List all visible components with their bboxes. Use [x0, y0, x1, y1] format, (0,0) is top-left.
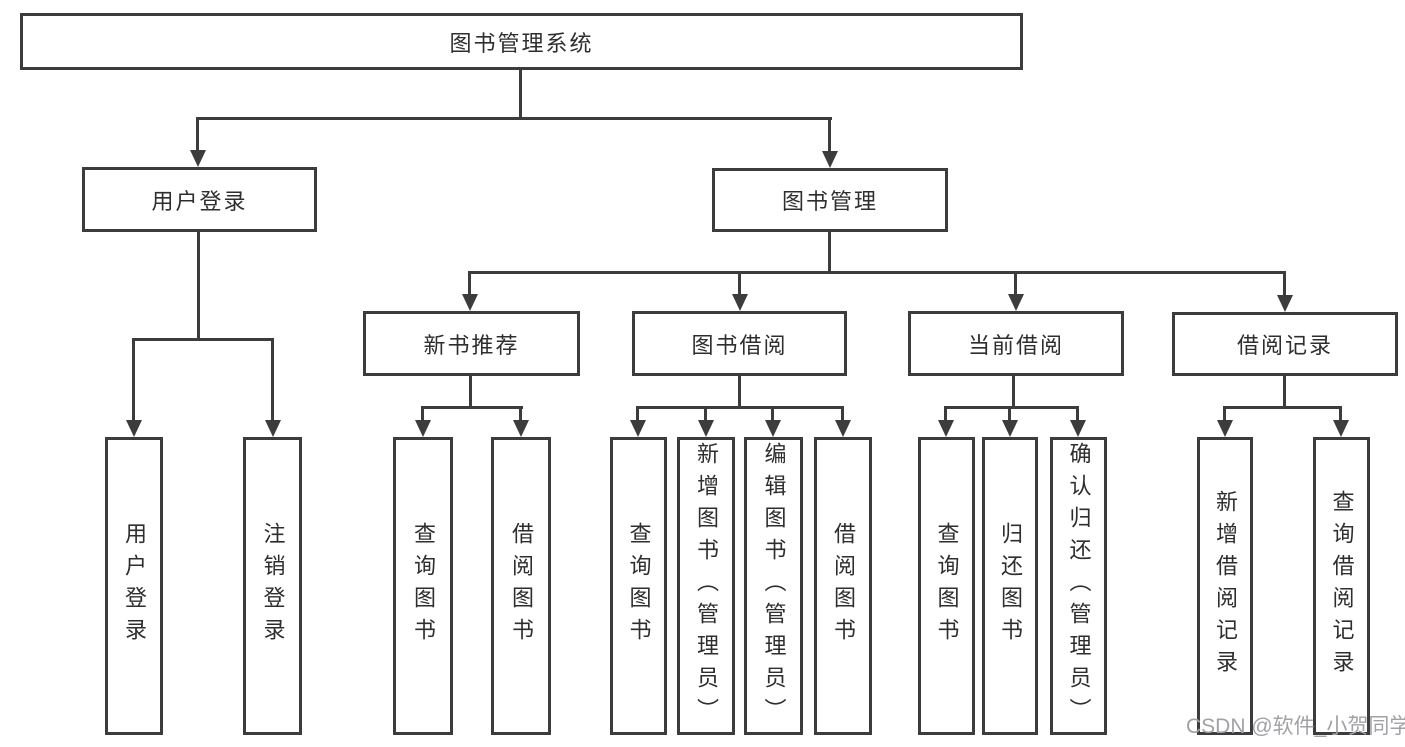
node-leaf-confirm-return-admin: 确认归还（管理员）	[1050, 437, 1107, 735]
arrow-down-icon	[190, 150, 206, 167]
connector-line	[738, 376, 741, 409]
arrow-down-icon	[835, 420, 851, 437]
connector-line	[132, 338, 274, 341]
connector-line	[519, 406, 522, 423]
arrow-down-icon	[938, 420, 954, 437]
connector-line	[704, 406, 707, 423]
connector-line	[771, 406, 774, 423]
node-label: 当前借阅	[967, 332, 1064, 358]
arrow-down-icon	[126, 420, 142, 437]
node-label: 借阅图书	[509, 522, 534, 650]
arrow-down-icon	[1008, 294, 1024, 311]
node-book-borrowing: 图书借阅	[632, 311, 847, 376]
connector-line	[1223, 406, 1226, 423]
arrow-down-icon	[732, 294, 748, 311]
connector-line	[636, 406, 844, 409]
node-label: 借阅记录	[1236, 333, 1333, 358]
node-borrowing-records: 借阅记录	[1172, 312, 1398, 376]
connector-line	[197, 232, 200, 341]
node-label: 查询借阅记录	[1329, 490, 1355, 682]
connector-line	[421, 406, 523, 409]
node-label: 查询图书	[411, 522, 436, 650]
connector-line	[1223, 406, 1342, 409]
connector-line	[1283, 376, 1286, 409]
connector-line	[468, 271, 471, 297]
node-label: 图书借阅	[691, 332, 788, 358]
node-label: 新增借阅记录	[1213, 490, 1238, 682]
node-label: 用户登录	[151, 188, 248, 214]
node-label: 查询图书	[626, 522, 652, 650]
connector-line	[944, 406, 947, 423]
node-leaf-query-books-2: 查询图书	[610, 437, 667, 735]
node-user-login: 用户登录	[82, 167, 317, 232]
node-label: 图书管理系统	[449, 30, 594, 56]
arrow-down-icon	[1002, 420, 1018, 437]
connector-line	[1339, 406, 1342, 423]
connector-line	[271, 338, 274, 423]
node-label: 查询图书	[934, 522, 960, 650]
node-current-borrowing: 当前借阅	[908, 311, 1124, 376]
node-leaf-return-book: 归还图书	[982, 437, 1038, 735]
connector-line	[519, 70, 522, 119]
connector-line	[132, 338, 135, 423]
node-label: 编辑图书（管理员）	[761, 442, 787, 730]
connector-line	[421, 406, 424, 423]
node-leaf-edit-book-admin: 编辑图书（管理员）	[744, 437, 803, 735]
node-new-book-recommendation: 新书推荐	[363, 311, 580, 376]
node-label: 注销登录	[260, 522, 286, 650]
arrow-down-icon	[415, 420, 431, 437]
connector-line	[469, 376, 472, 409]
node-label: 借阅图书	[831, 522, 856, 650]
node-book-management-system: 图书管理系统	[20, 13, 1023, 70]
connector-line	[828, 117, 831, 154]
arrow-down-icon	[1333, 420, 1349, 437]
connector-line	[828, 232, 831, 274]
node-label: 用户登录	[122, 522, 147, 650]
connector-line	[636, 406, 639, 423]
connector-line	[469, 271, 1286, 274]
node-book-management: 图书管理	[712, 168, 948, 232]
node-leaf-add-book-admin: 新增图书（管理员）	[677, 437, 735, 735]
arrow-down-icon	[698, 420, 714, 437]
connector-line	[1012, 376, 1015, 409]
arrow-down-icon	[513, 420, 529, 437]
node-leaf-query-books-1: 查询图书	[393, 437, 453, 735]
node-label: 新书推荐	[423, 332, 520, 358]
connector-line	[1283, 271, 1286, 297]
node-leaf-query-books-3: 查询图书	[918, 437, 975, 735]
node-leaf-borrow-books-2: 借阅图书	[814, 437, 872, 735]
connector-line	[1008, 406, 1011, 423]
arrow-down-icon	[1070, 420, 1086, 437]
node-leaf-add-borrow-record: 新增借阅记录	[1197, 437, 1253, 735]
arrow-down-icon	[822, 151, 838, 168]
connector-line	[196, 117, 199, 153]
watermark: CSDN @软件_小贺同学	[1186, 715, 1405, 738]
arrow-down-icon	[1277, 295, 1293, 312]
node-label: 归还图书	[998, 522, 1023, 650]
connector-line	[738, 271, 741, 297]
node-label: 新增图书（管理员）	[694, 442, 719, 730]
arrow-down-icon	[462, 294, 478, 311]
arrow-down-icon	[630, 420, 646, 437]
arrow-down-icon	[765, 420, 781, 437]
node-label: 确认归还（管理员）	[1066, 442, 1092, 730]
connector-line	[1014, 271, 1017, 297]
node-leaf-logout: 注销登录	[243, 437, 302, 735]
node-leaf-user-login: 用户登录	[105, 437, 163, 735]
connector-line	[841, 406, 844, 423]
arrow-down-icon	[1217, 420, 1233, 437]
node-leaf-borrow-books-1: 借阅图书	[491, 437, 551, 735]
connector-line	[197, 117, 832, 120]
arrow-down-icon	[265, 420, 281, 437]
node-leaf-query-borrow-record: 查询借阅记录	[1313, 437, 1370, 735]
connector-line	[944, 406, 1079, 409]
node-label: 图书管理	[781, 189, 878, 214]
connector-line	[1076, 406, 1079, 423]
